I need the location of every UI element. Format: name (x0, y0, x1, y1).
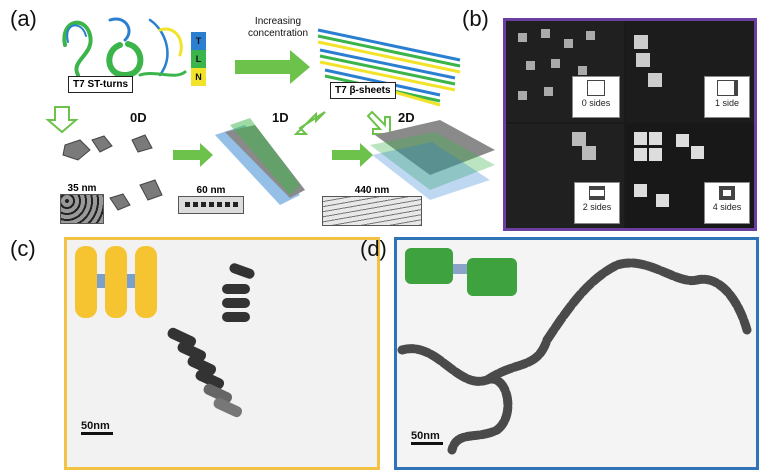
scale-bar-d: 50nm (411, 430, 455, 445)
increasing-concentration-label: Increasing concentration (233, 16, 323, 40)
sides-box-2: 2 sides (574, 182, 620, 224)
sheet-assembly-2d (370, 120, 495, 200)
scale-440-label: 440 nm (354, 185, 390, 196)
nanorod-chain (397, 258, 752, 455)
ribbon-6 (138, 70, 187, 77)
st-turn-ribbons (62, 17, 187, 79)
increasing-line-1: Increasing (254, 16, 302, 27)
cube-outline-icon (587, 80, 605, 96)
scale-c-label: 50nm (81, 420, 110, 432)
increasing-line-2: concentration (247, 28, 309, 39)
tln-letter-n: N (195, 72, 202, 82)
panel-d-label: (d) (360, 236, 387, 261)
cube-two-sides-icon (589, 186, 605, 200)
panel-b-label: (b) (462, 6, 489, 31)
tln-letter-l: L (195, 54, 202, 64)
panel-b-frame: 0 sides 1 side 2 sides 4 sid (503, 18, 757, 231)
sides-label-4: 4 sides (712, 202, 742, 212)
scale-35-label: 35 nm (67, 183, 97, 194)
panel-d-frame: 50nm (394, 237, 759, 470)
scale-inset-35: 35 nm (60, 183, 104, 224)
ribbon-5 (158, 27, 183, 57)
scale-440-image (322, 196, 422, 226)
arrow-2d (366, 110, 391, 135)
sem-0-sides: 0 sides (506, 21, 624, 122)
cube-cluster-0d (62, 134, 163, 211)
ribbon-1b (66, 24, 87, 43)
scale-35-image (60, 194, 104, 224)
sides-label-1: 1 side (714, 98, 740, 108)
sem-4-sides: 4 sides (626, 124, 754, 228)
sem-2-cubes (572, 132, 596, 160)
beta-sheets-label: T7 β-sheets (330, 82, 396, 99)
sem-0-cubes (518, 29, 595, 100)
scale-d-label: 50nm (411, 430, 440, 442)
scale-inset-60: 60 nm (178, 185, 244, 214)
cylinder-dimer-model (405, 248, 517, 296)
panel-c-frame: 50nm (64, 237, 380, 470)
nanorods (167, 263, 255, 418)
cube-four-sides-icon (719, 186, 735, 200)
sem-4-cubes (634, 132, 704, 207)
arrow-1d (293, 111, 326, 135)
cylinder-model-inset (75, 246, 157, 318)
sem-1-side: 1 side (626, 21, 754, 122)
beta-sheet-graphic (317, 28, 461, 107)
sem-1-cubes (634, 35, 662, 87)
ribbon-2 (108, 17, 131, 42)
panel-a-label: (a) (10, 6, 37, 31)
dim-0d-label: 0D (130, 110, 147, 125)
scale-c-line (81, 432, 113, 435)
scale-inset-440: 440 nm (322, 185, 422, 226)
panel-d-tem-image (397, 248, 752, 455)
panel-c-label: (c) (10, 236, 36, 261)
tln-letters: T L N (191, 32, 206, 86)
arrow-0d (45, 106, 79, 134)
ribbon-4 (148, 18, 169, 77)
dim-2d-label: 2D (398, 110, 415, 125)
sides-box-1: 1 side (704, 76, 750, 118)
arrow-to-2d (332, 143, 373, 167)
cube-one-side-icon (716, 80, 738, 96)
sides-label-0: 0 sides (581, 98, 611, 108)
scale-d-line (411, 442, 443, 445)
scale-bar-c: 50nm (81, 420, 125, 435)
arrow-to-1d (173, 143, 213, 167)
chain-assembly-1d (215, 118, 305, 205)
tln-letter-t: T (195, 36, 202, 46)
tln-legend (191, 32, 206, 86)
panel-a-illustration (45, 17, 495, 211)
dim-1d-label: 1D (272, 110, 289, 125)
ribbon-3 (106, 41, 144, 79)
sides-box-4: 4 sides (704, 182, 750, 224)
scale-60-image (178, 196, 244, 214)
scale-60-label: 60 nm (196, 185, 226, 196)
concentration-arrow (235, 50, 310, 84)
sides-box-0: 0 sides (572, 76, 620, 118)
sides-label-2: 2 sides (582, 202, 612, 212)
sem-2-sides: 2 sides (506, 124, 624, 228)
ribbon-1 (62, 20, 93, 77)
st-turns-label: T7 ST-turns (68, 76, 134, 93)
panel-c-tem-image (75, 246, 255, 418)
